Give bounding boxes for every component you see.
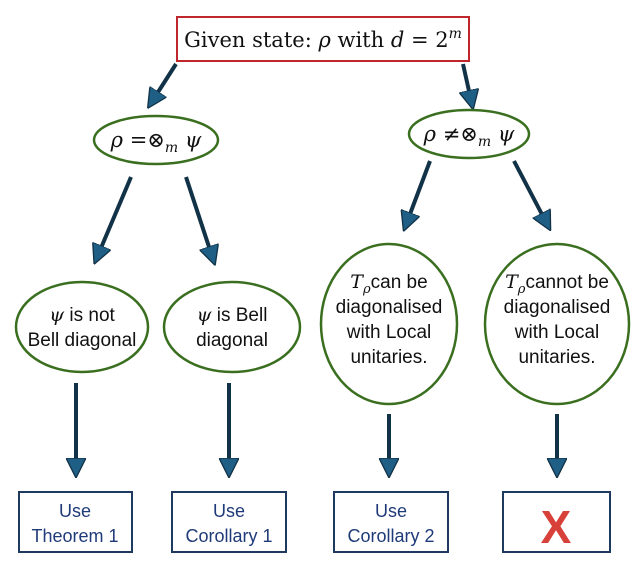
leaf-cannot-line2: diagonalised <box>504 297 611 318</box>
left-psi: ψ <box>178 128 202 152</box>
outcome-corollary2-box <box>333 491 449 553</box>
outcome-corollary2-line2: Corollary 2 <box>347 526 434 546</box>
outcome-corollary1-line1: Use <box>213 501 245 521</box>
leaf-cannot-T: T <box>505 271 519 293</box>
outcome-corollary1-line2: Corollary 1 <box>185 526 272 546</box>
root-mid: with <box>331 28 391 52</box>
outcome-theorem1-line1: Use <box>59 501 91 521</box>
leaf-not-bell-diagonal: ψ is not Bell diagonal <box>14 280 150 374</box>
outcome-corollary1: Use Corollary 1 <box>171 491 287 553</box>
leaf-not-bell-line1: ψ is not <box>49 304 115 326</box>
leaf-can-T: T <box>350 271 364 293</box>
root-node: Given state: ρ with d = 2m <box>176 16 470 62</box>
leaf-can-text1: can be <box>371 272 428 293</box>
arrow-right-cannot <box>512 160 546 222</box>
outcome-theorem1-box <box>18 491 133 553</box>
root-box <box>176 16 470 62</box>
leaf-not-bell-text1: is not <box>64 305 115 326</box>
left-condition-ellipse <box>92 114 220 166</box>
leaf-cannot-sub: ρ <box>517 282 526 297</box>
root-prefix: Given state: <box>184 28 318 52</box>
leaf-can-line1: Tρcan be <box>350 271 427 297</box>
outcome-not-applicable: X <box>502 491 611 553</box>
leaf-bell-ellipse <box>162 280 302 374</box>
leaf-can-ellipse <box>319 242 459 406</box>
leaf-bell-diagonal: ψ is Bell diagonal <box>162 280 302 374</box>
x-mark-icon: X <box>541 501 572 553</box>
root-exp: m <box>449 26 462 42</box>
arrow-right-can <box>407 160 432 222</box>
outcome-corollary2-line1: Use <box>375 501 407 521</box>
right-condition-ellipse <box>407 108 531 160</box>
arrow-root-left <box>153 62 178 100</box>
root-label: Given state: ρ with d = 2m <box>184 26 462 52</box>
leaf-cannot-line1: Tρcannot be <box>505 271 609 297</box>
outcome-corollary1-box <box>171 491 287 553</box>
right-psi: ψ <box>491 122 515 146</box>
left-condition-label: ρ =⊗m ψ <box>110 128 202 156</box>
outcome-na-box <box>502 491 611 553</box>
left-condition-node: ρ =⊗m ψ <box>92 114 220 166</box>
leaf-bell-text1: is Bell <box>211 305 267 326</box>
right-rho: ρ <box>423 122 437 146</box>
right-op: ≠⊗ <box>436 122 478 146</box>
leaf-cannot-ellipse <box>483 242 631 406</box>
leaf-bell-psi: ψ <box>197 304 213 326</box>
root-eq: = 2 <box>404 28 448 52</box>
leaf-cannot-line4: unitaries. <box>518 347 595 368</box>
left-rho: ρ <box>110 128 124 152</box>
leaf-cannot-diagonalise: Tρcannot be diagonalised with Local unit… <box>483 242 631 406</box>
right-condition-label: ρ ≠⊗m ψ <box>423 122 515 150</box>
left-sub: m <box>165 140 178 156</box>
arrow-left-notbell <box>98 176 133 255</box>
leaf-cannot-text1: cannot be <box>525 272 608 293</box>
leaf-can-sub: ρ <box>362 282 371 297</box>
outcome-theorem1: Use Theorem 1 <box>18 491 133 553</box>
leaf-cannot-line3: with Local <box>514 322 600 343</box>
right-condition-node: ρ ≠⊗m ψ <box>407 108 531 160</box>
outcome-corollary2: Use Corollary 2 <box>333 491 449 553</box>
arrow-left-bell <box>184 176 212 256</box>
arrow-root-right <box>463 63 471 100</box>
leaf-not-bell-line2: Bell diagonal <box>28 330 137 351</box>
root-d: d <box>391 28 404 52</box>
left-op: =⊗ <box>123 128 165 152</box>
leaf-not-bell-ellipse <box>14 280 150 374</box>
right-sub: m <box>478 134 491 150</box>
leaf-not-bell-psi: ψ <box>49 304 65 326</box>
leaf-can-line4: unitaries. <box>350 347 427 368</box>
leaf-can-line2: diagonalised <box>336 297 443 318</box>
leaf-bell-line2: diagonal <box>196 330 268 351</box>
leaf-can-line3: with Local <box>346 322 432 343</box>
leaf-can-diagonalise: Tρcan be diagonalised with Local unitari… <box>319 242 459 406</box>
root-rho: ρ <box>317 28 331 52</box>
leaf-bell-line1: ψ is Bell <box>197 304 268 326</box>
outcome-theorem1-line2: Theorem 1 <box>31 526 118 546</box>
